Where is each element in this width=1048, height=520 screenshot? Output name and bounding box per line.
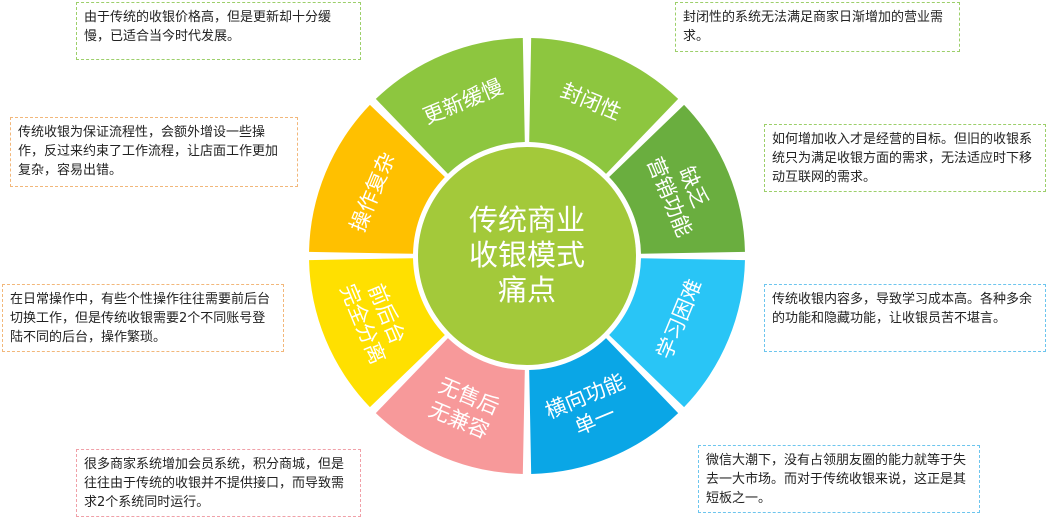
segment-closed — [529, 38, 679, 174]
segment-no-aftersale — [375, 338, 525, 474]
segment-single-function — [529, 338, 679, 474]
note-hard-to-learn: 传统收银内容多，导致学习成本高。各种多余的功能和隐藏功能，让收银员苦不堪言。 — [764, 284, 1046, 352]
note-slow-update: 由于传统的收银价格高，但是更新却十分缓慢，已适合当今时代发展。 — [76, 2, 361, 60]
segment-backend-split — [309, 258, 445, 408]
note-complex-operation: 传统收银为保证流程性，会额外增设一些操作，反过来约束了工作流程，让店面工作更加复… — [10, 117, 298, 187]
segment-slow-update — [375, 38, 525, 174]
note-no-aftersale: 很多商家系统增加会员系统，积分商城，但是往往由于传统的收银并不提供接口，而导致需… — [76, 449, 361, 517]
note-backend-split: 在日常操作中，有些个性操作往往需要前后台切换工作，但是传统收银需要2个不同账号登… — [2, 284, 284, 352]
center-label-line-3: 痛点 — [498, 273, 556, 307]
center-label-line-2: 收银模式 — [469, 238, 585, 272]
center-circle — [418, 147, 636, 365]
note-single-function: 微信大潮下，没有占领朋友圈的能力就等于失去一大市场。而对于传统收银来说，这正是其… — [698, 445, 980, 513]
segment-lack-marketing — [609, 104, 745, 254]
note-lack-marketing: 如何增加收入才是经营的目标。但旧的收银系统只为满足收银方面的需求，无法适应时下移… — [764, 124, 1046, 192]
note-closed: 封闭性的系统无法满足商家日渐增加的营业需求。 — [675, 2, 960, 52]
wheel-segments: 更新缓慢封闭性缺乏营销功能学习困难横向功能单一无售后无兼容前后台完全分离操作复杂 — [309, 38, 745, 474]
segment-hard-to-learn — [609, 258, 745, 408]
center-label-line-1: 传统商业 — [469, 203, 585, 237]
segment-complex-op — [309, 104, 445, 254]
